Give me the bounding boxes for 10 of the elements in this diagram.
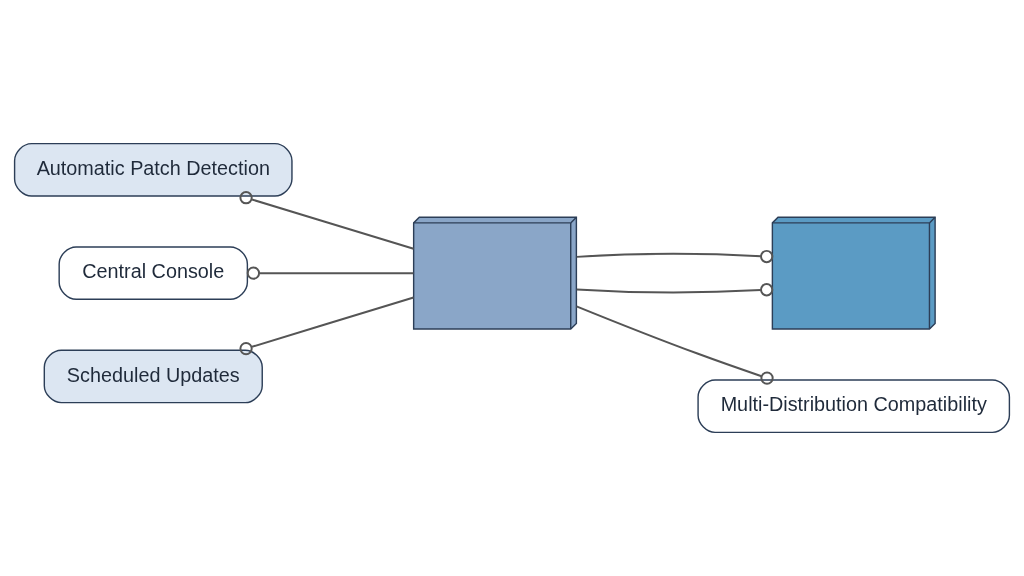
connector — [575, 249, 774, 264]
node-box: Central Console — [58, 246, 249, 301]
node-box: Automatic Patch Detection — [13, 142, 293, 197]
connector — [246, 266, 415, 280]
connector — [575, 305, 774, 385]
node-box: Multi-Distribution Compatibility — [697, 379, 1011, 434]
connector — [239, 191, 415, 250]
connector — [575, 283, 774, 297]
connector — [239, 296, 415, 356]
node-box: Scheduled Updates — [43, 349, 263, 404]
